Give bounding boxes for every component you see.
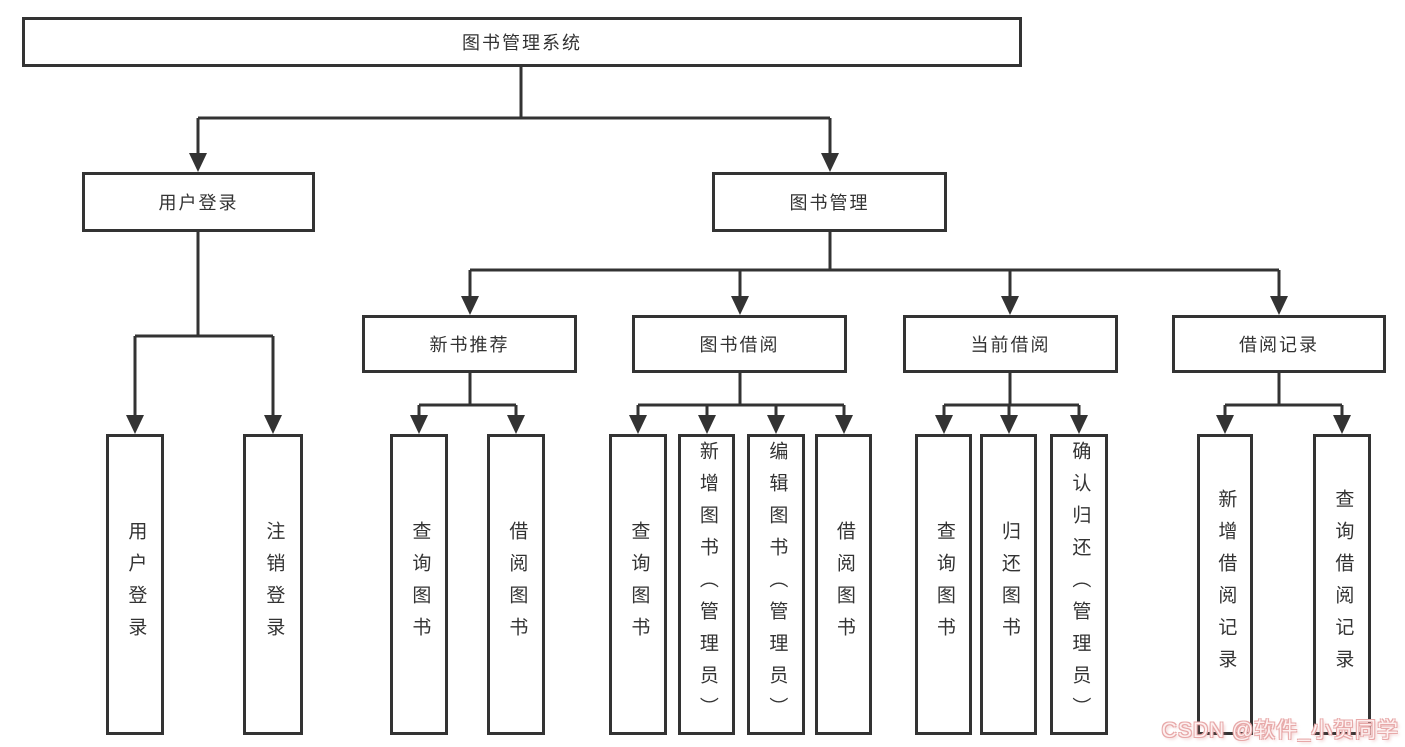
node-label: 确认归还（管理员）: [1069, 440, 1091, 729]
node-library-management-system: 图书管理系统: [22, 17, 1022, 67]
node-label: 借阅记录: [1239, 335, 1319, 355]
connector-root-to-level2: [196, 67, 832, 156]
leaf-borrow-books-recommend: 借阅图书: [487, 434, 545, 735]
leaf-add-books-admin: 新增图书（管理员）: [678, 434, 735, 735]
leaf-add-borrow-record: 新增借阅记录: [1197, 434, 1253, 735]
node-new-book-recommend: 新书推荐: [362, 315, 577, 373]
node-label: 借阅图书: [506, 520, 528, 649]
node-label: 借阅图书: [833, 520, 855, 649]
node-label: 图书管理系统: [462, 33, 582, 53]
node-label: 编辑图书（管理员）: [766, 440, 788, 729]
node-label: 新增借阅记录: [1215, 488, 1237, 681]
node-borrowing-records: 借阅记录: [1172, 315, 1386, 373]
connector-book-borrow-branch: [636, 373, 846, 418]
node-user-login-module: 用户登录: [82, 172, 315, 232]
node-label: 图书借阅: [699, 335, 780, 355]
leaf-query-borrow-record: 查询借阅记录: [1313, 434, 1371, 735]
node-label: 新书推荐: [429, 335, 510, 355]
leaf-borrow-books: 借阅图书: [815, 434, 872, 735]
node-label: 用户登录: [125, 520, 147, 649]
node-label: 用户登录: [158, 193, 239, 213]
node-label: 查询借阅记录: [1332, 488, 1354, 681]
leaf-logout: 注销登录: [243, 434, 303, 735]
arrowheads: [126, 153, 1351, 434]
connector-new-book-branch: [417, 373, 518, 418]
node-label: 查询图书: [628, 520, 650, 649]
connector-current-borrow-branch: [942, 373, 1081, 418]
node-label: 注销登录: [263, 520, 285, 649]
node-label: 当前借阅: [970, 335, 1051, 355]
leaf-user-login: 用户登录: [106, 434, 164, 735]
node-label: 图书管理: [789, 193, 870, 213]
node-current-borrowing: 当前借阅: [903, 315, 1118, 373]
node-book-management-module: 图书管理: [712, 172, 947, 232]
csdn-watermark: CSDN @软件_小贺同学: [1161, 719, 1399, 742]
node-label: 新增图书（管理员）: [696, 440, 718, 729]
connector-user-login-branch: [133, 232, 275, 418]
leaf-query-books-recommend: 查询图书: [390, 434, 448, 735]
leaf-edit-books-admin: 编辑图书（管理员）: [747, 434, 805, 735]
node-label: 查询图书: [933, 520, 955, 649]
node-label: 查询图书: [409, 520, 431, 649]
leaf-query-books-borrow: 查询图书: [609, 434, 667, 735]
leaf-return-books: 归还图书: [980, 434, 1037, 735]
connector-book-management-branch: [468, 232, 1281, 299]
leaf-confirm-return-admin: 确认归还（管理员）: [1050, 434, 1108, 735]
node-book-borrowing: 图书借阅: [632, 315, 847, 373]
node-label: 归还图书: [998, 520, 1020, 649]
leaf-query-books-current: 查询图书: [915, 434, 972, 735]
connector-borrow-record-branch: [1223, 373, 1344, 418]
